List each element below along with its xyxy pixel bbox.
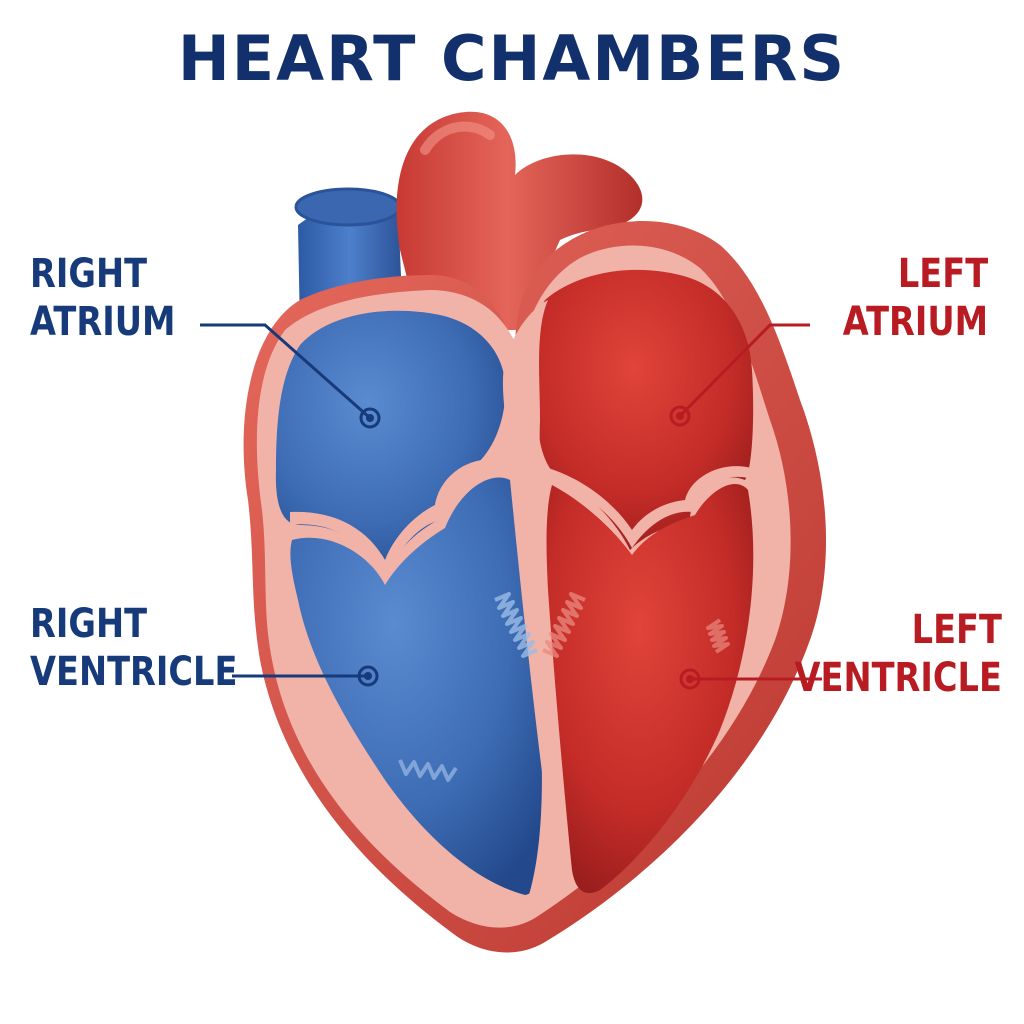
leader-left-ventricle <box>679 668 822 690</box>
right-ventricle-ridges <box>494 592 538 658</box>
label-right-ventricle-line2: VENTRICLE <box>30 649 238 695</box>
leader-right-ventricle <box>232 665 379 687</box>
aorta-highlight <box>420 121 495 155</box>
mitral-valve <box>545 466 752 548</box>
label-left-ventricle-line1: LEFT <box>911 607 1002 653</box>
label-right-atrium-line2: ATRIUM <box>30 299 176 345</box>
label-left-ventricle-line2: VENTRICLE <box>794 655 1002 701</box>
septum <box>502 300 572 901</box>
leader-right-atrium <box>200 323 381 429</box>
left-ventricle-ridges <box>542 592 586 658</box>
label-left-ventricle: LEFT VENTRICLE <box>795 606 1002 702</box>
right-atrium-chamber <box>275 310 506 575</box>
left-ventricle-ridges-outer <box>706 618 730 654</box>
tricuspid-valve <box>290 459 500 580</box>
label-left-atrium-line1: LEFT <box>897 251 988 297</box>
left-ventricle-chamber <box>546 484 754 894</box>
right-ventricle-chamber <box>290 477 550 895</box>
vena-cava-opening <box>294 187 402 227</box>
leader-left-atrium <box>669 323 810 427</box>
label-right-atrium-line1: RIGHT <box>30 251 147 297</box>
label-left-atrium-line2: ATRIUM <box>842 299 988 345</box>
label-left-atrium: LEFT ATRIUM <box>843 250 988 346</box>
label-right-ventricle: RIGHT VENTRICLE <box>30 600 237 696</box>
label-right-ventricle-line1: RIGHT <box>30 601 147 647</box>
diagram-title: HEART CHAMBERS <box>177 22 847 95</box>
right-ventricle-ridges-bottom <box>398 759 458 782</box>
label-right-atrium: RIGHT ATRIUM <box>30 250 175 346</box>
aorta <box>396 111 643 330</box>
